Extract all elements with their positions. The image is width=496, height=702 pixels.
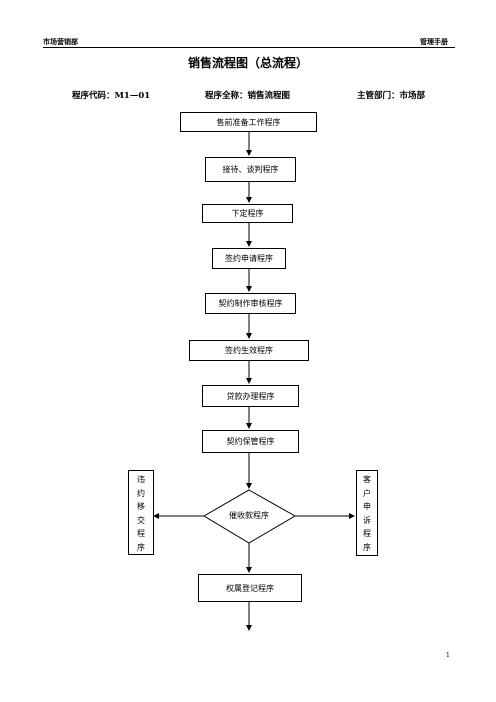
branch-breach-char: 交 <box>137 515 145 525</box>
branch-complaint-char: 户 <box>363 488 371 498</box>
program-code: 程序代码：M1—01 <box>72 91 151 101</box>
branch-complaint-char: 申 <box>363 502 371 511</box>
branch-complaint-char: 程 <box>363 529 371 538</box>
decision-diamond <box>203 489 297 544</box>
program-fullname: 程序全称：销售流程图 <box>205 91 291 101</box>
header-left: 市场营销部 <box>43 37 78 46</box>
branch-breach-transfer: 违 约 移 交 程 序 <box>128 470 154 555</box>
header-right: 管理手册 <box>420 37 448 46</box>
header-divider <box>43 47 455 48</box>
step-pre-sale-prep: 售前准备工作程序 <box>180 112 317 132</box>
step-signing-application: 签约申请程序 <box>212 248 286 269</box>
branch-customer-complaint: 客 户 申 诉 程 序 <box>356 470 378 556</box>
step-title-registration: 权属登记程序 <box>198 574 302 602</box>
step-contract-review: 契约制作审核程序 <box>205 293 296 314</box>
step-contract-custody: 契约保管程序 <box>202 430 299 453</box>
branch-breach-char: 序 <box>137 542 145 552</box>
branch-breach-char: 约 <box>137 488 145 498</box>
branch-complaint-char: 客 <box>363 475 371 484</box>
page-title: 销售流程图（总流程） <box>187 56 308 70</box>
page-number: 1 <box>446 652 450 659</box>
branch-breach-char: 违 <box>137 475 145 484</box>
branch-breach-char: 程 <box>137 529 145 538</box>
branch-complaint-char: 序 <box>363 542 371 552</box>
responsible-dept: 主管部门：市场部 <box>357 91 426 101</box>
step-deposit: 下定程序 <box>202 204 293 223</box>
step-reception-negotiation: 接待、谈判程序 <box>205 157 296 182</box>
step-loan-processing: 贷款办理程序 <box>202 385 299 407</box>
step-signing-effective: 签约生效程序 <box>189 340 309 361</box>
decision-collection-label: 催收款程序 <box>229 511 269 520</box>
branch-complaint-char: 诉 <box>363 515 371 525</box>
branch-breach-char: 移 <box>137 502 145 511</box>
